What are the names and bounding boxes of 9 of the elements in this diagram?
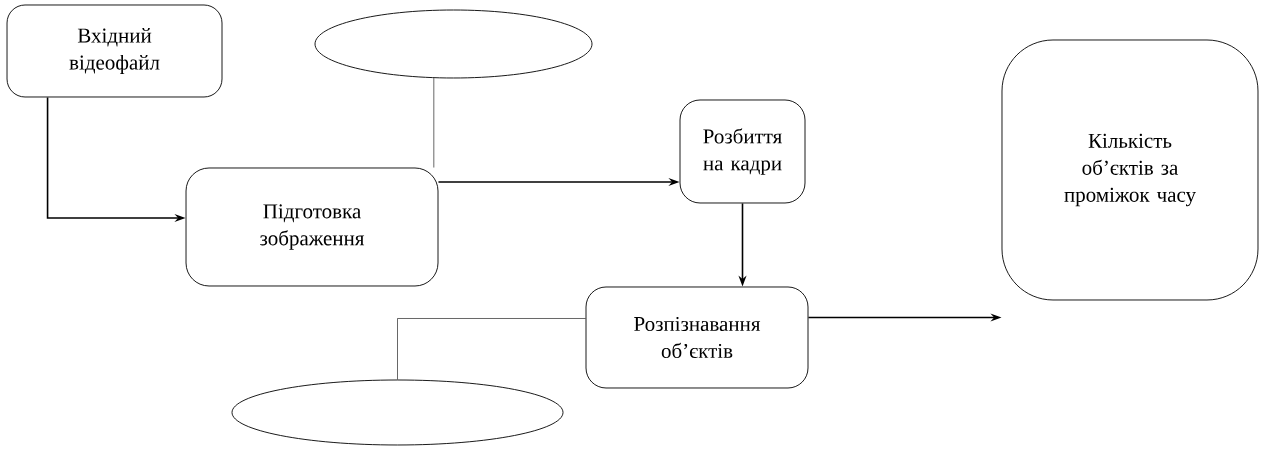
process-box: Розпізнавання об’єктів [585,286,809,389]
process-box: Розбиття на кадри [679,99,806,204]
empty-ellipse [314,9,593,79]
process-box: Підготовка зображення [185,167,439,287]
process-box: Вхідний відеофайл [6,4,223,98]
connector-line [397,318,586,380]
empty-ellipse [231,379,564,446]
process-box: Кількість об’єктів за проміжок часу [1001,39,1259,301]
connector-line [433,77,435,168]
